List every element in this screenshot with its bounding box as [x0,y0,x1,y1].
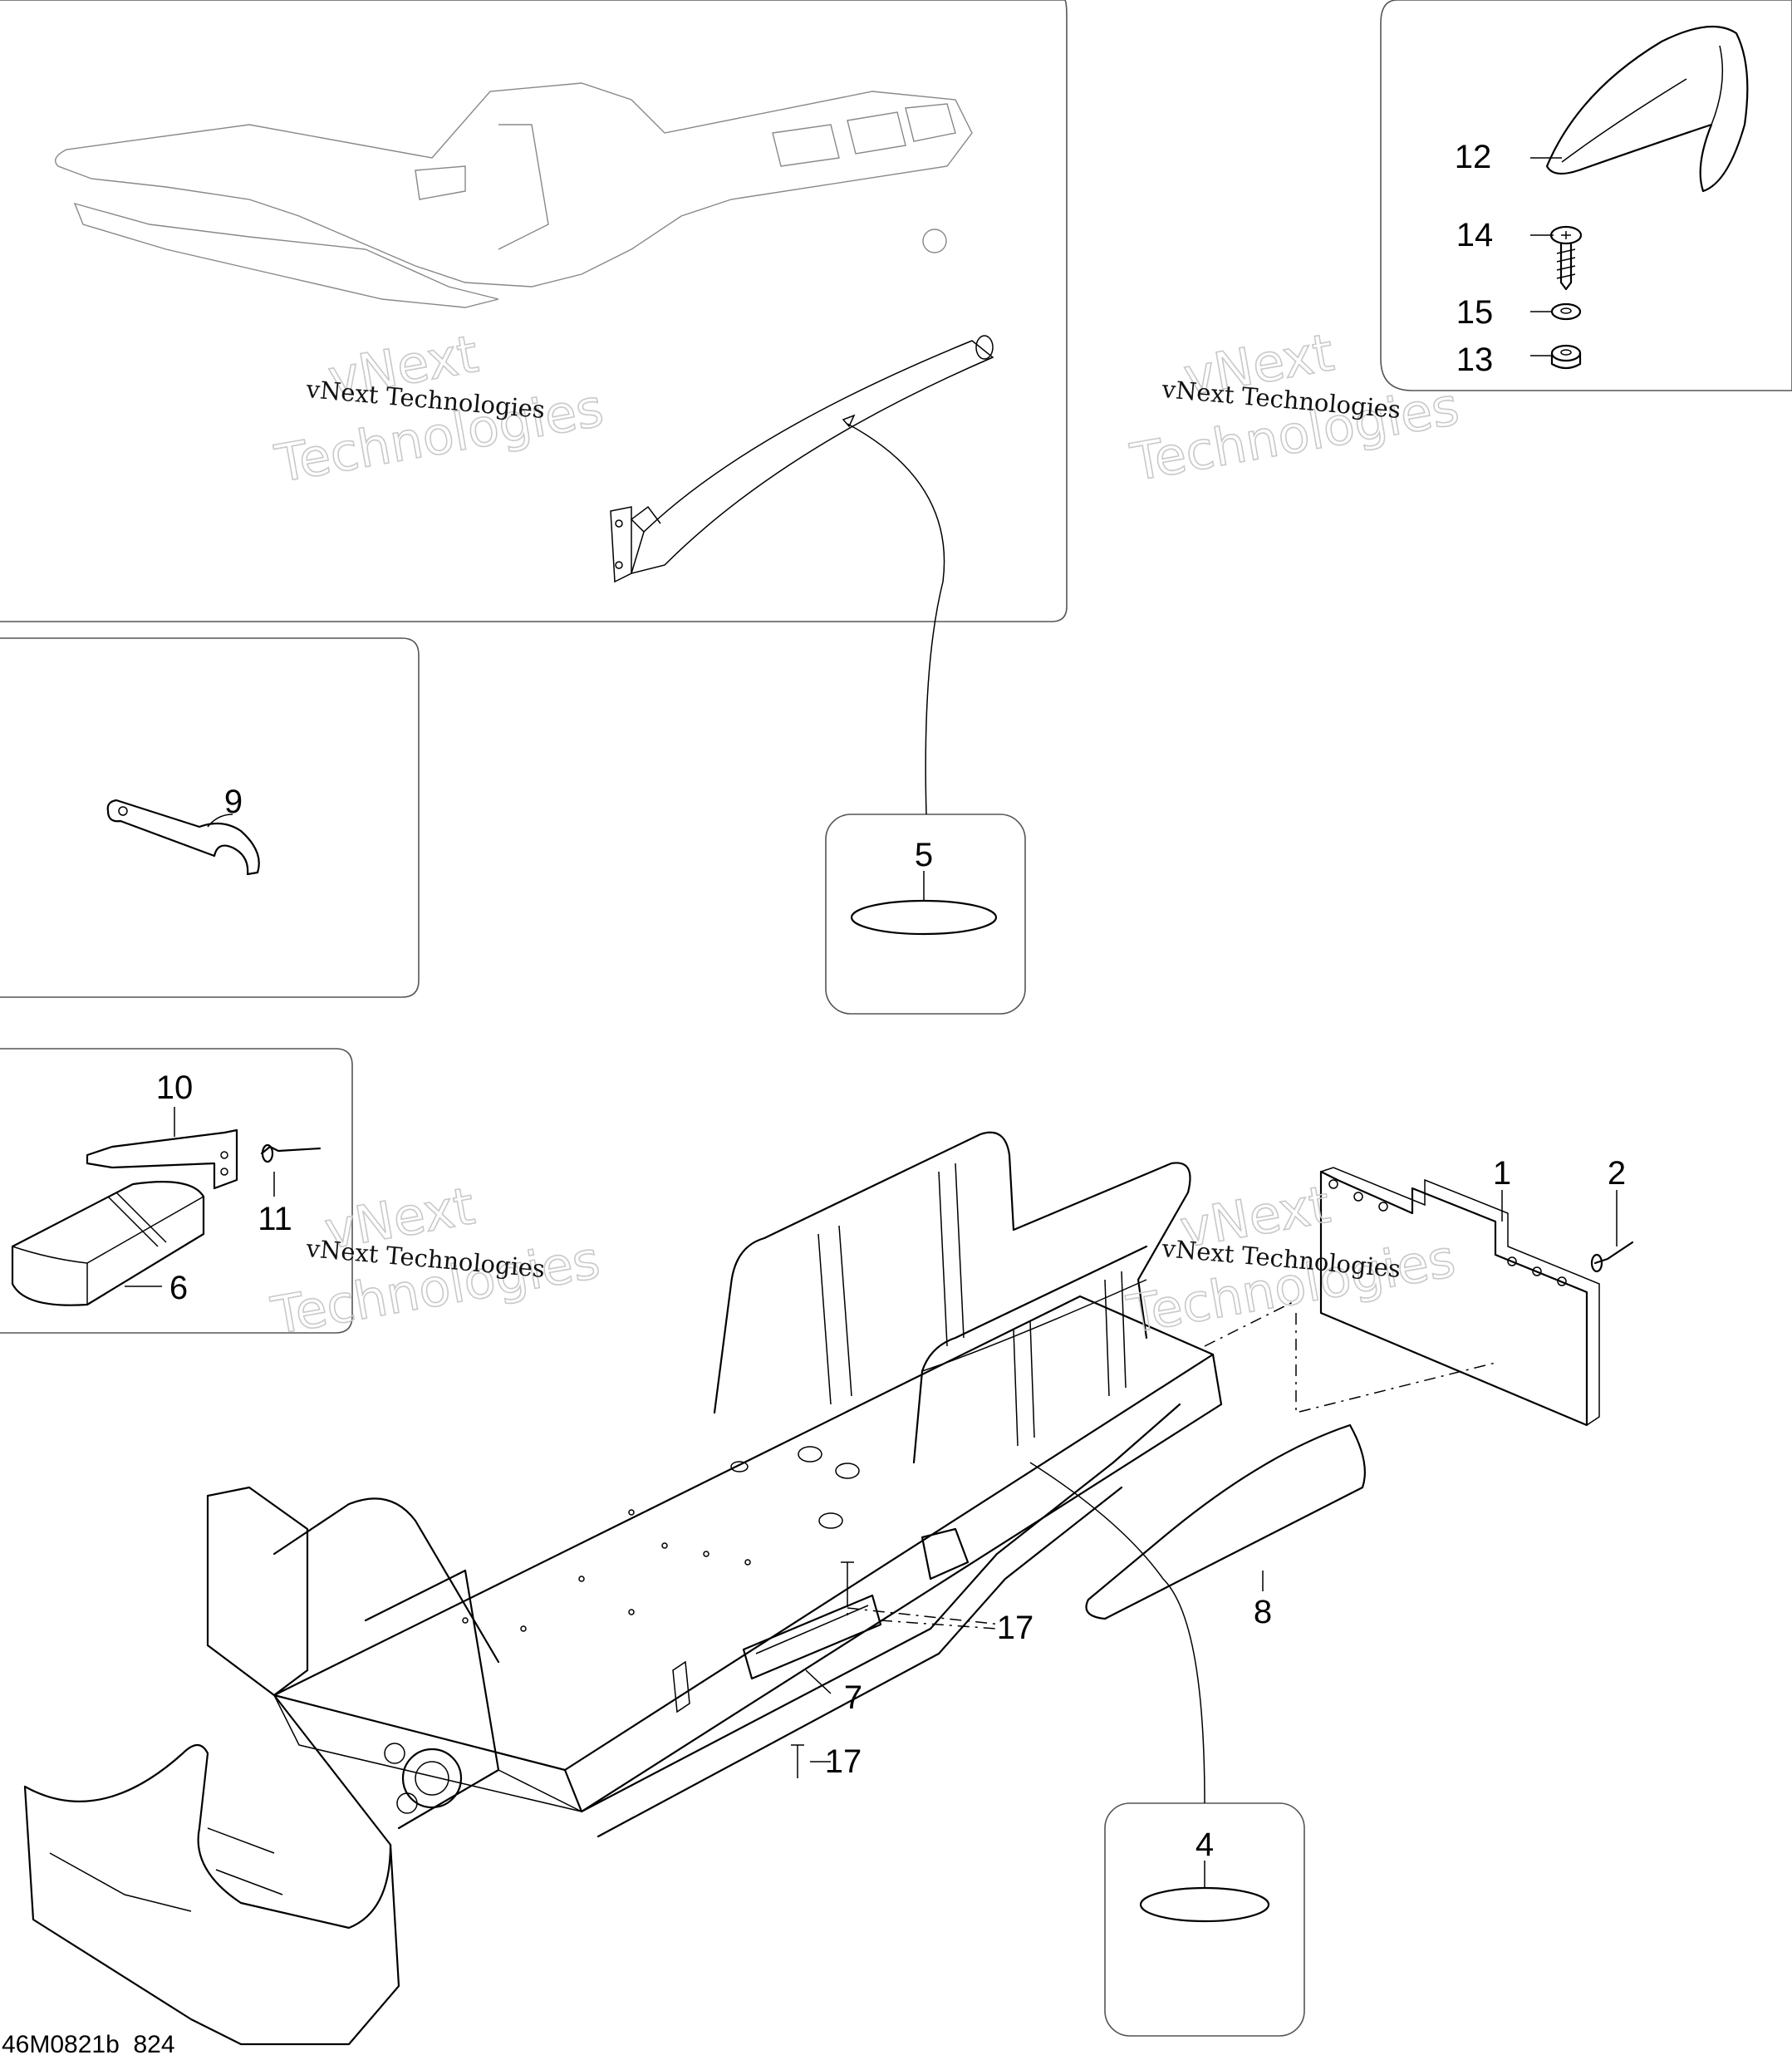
wrench-part [106,799,260,876]
callout-2: 2 [1608,1155,1626,1192]
callout-17-lower: 17 [825,1743,862,1780]
callout-5: 5 [915,837,933,873]
front-end [23,1486,582,2046]
callout-6: 6 [169,1270,188,1306]
screw-part [1549,225,1583,291]
panel-hood-and-rail [0,0,1068,622]
callout-15: 15 [1456,294,1494,331]
callout-9: 9 [224,784,243,820]
panel-wrench [0,637,420,998]
panel-hardware [1380,0,1792,391]
bracket-part [86,1128,238,1190]
drawing-reference-code: 46M0821b_824 [2,2031,175,2055]
rear-rack [713,1131,1191,1464]
callout-17-upper: 17 [997,1610,1034,1646]
nut-part [1550,344,1582,370]
callout-labels: 1 2 4 5 6 7 8 9 10 11 12 13 14 15 17 17 [156,139,1626,1863]
callout-8: 8 [1254,1594,1272,1630]
callout-10: 10 [156,1069,194,1106]
side-rail-part [610,335,994,583]
rivet-part [260,1143,322,1163]
leader-lines [125,157,1618,1888]
side-strip-part [1085,1423,1366,1620]
tunnel-holes [462,1446,860,1713]
panel-seat-parts [0,1048,353,1334]
callout-11: 11 [258,1201,292,1237]
handle-part [1545,25,1749,193]
assembly-lines [847,1300,1496,1630]
hood-bumper-part [55,82,973,308]
snow-flap-part [1319,1167,1634,1427]
callout-14: 14 [1456,217,1494,253]
callout-12: 12 [1455,139,1492,175]
callout-1: 1 [1493,1155,1511,1192]
chassis-frame [23,1131,1223,2046]
panel-ring-4 [1104,1802,1305,2037]
callout-7: 7 [844,1679,862,1716]
callout-4: 4 [1195,1826,1214,1863]
callout-13: 13 [1456,342,1494,378]
pad-part [11,1181,205,1306]
